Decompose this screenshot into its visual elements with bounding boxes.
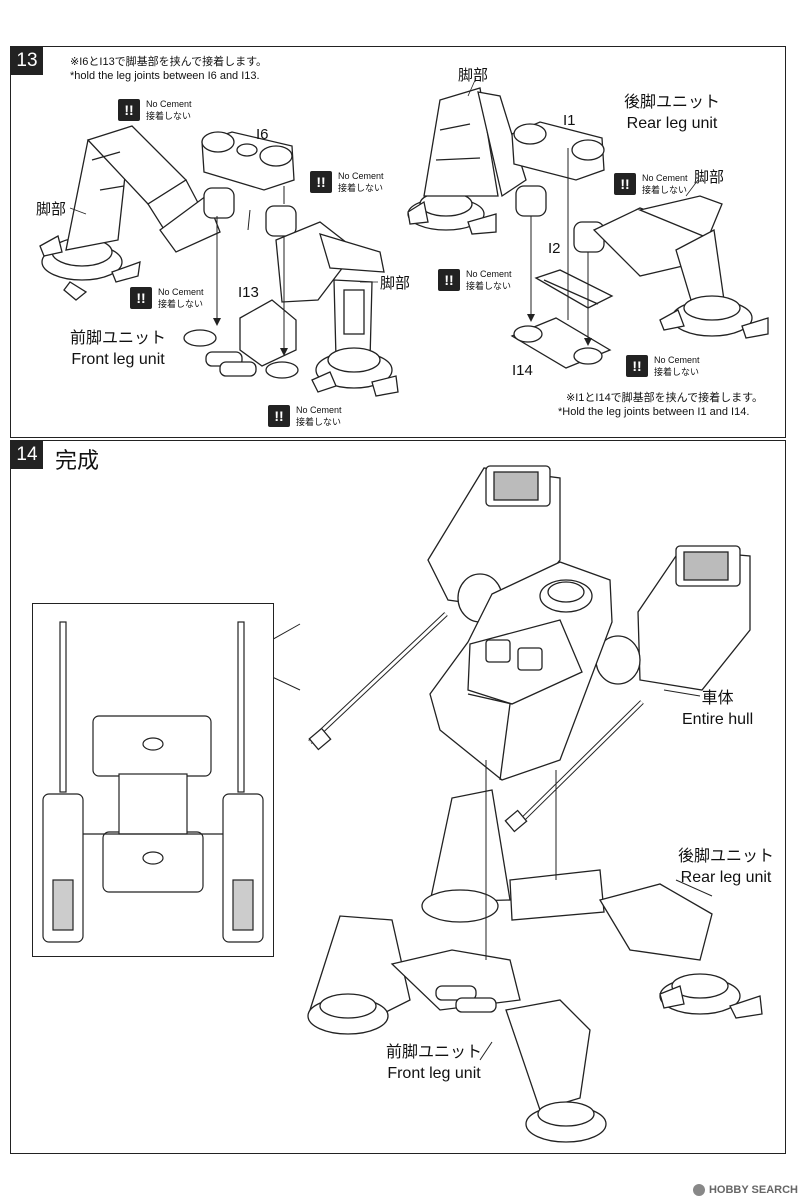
part-label-i13: I13 (238, 284, 259, 301)
note-i6-i13-jp: ※I6とI13で脚基部を挟んで接着します。 (70, 56, 268, 68)
no-cement-badge: !! No Cement 接着しない (118, 98, 192, 122)
front-leg-unit-caption: 前脚ユニット Front leg unit (70, 328, 166, 370)
part-label-i6: I6 (256, 126, 269, 143)
note-i1-i14-jp: ※I1とI14で脚基部を挟んで接着します。 (566, 392, 764, 404)
no-cement-en: No Cement (158, 287, 204, 297)
rear-legs-drawing (421, 789, 763, 1019)
rear-leg-unit-jp: 後脚ユニット (624, 94, 721, 111)
warning-icon: !! (438, 269, 460, 291)
leg-label-front-right: 脚部 (380, 275, 411, 292)
rear-leg-left-drawing (407, 87, 527, 235)
no-cement-jp: 接着しない (642, 185, 688, 195)
hull-jp: 車体 (701, 690, 734, 707)
no-cement-badge: !! No Cement 接着しない (268, 404, 342, 428)
front-leg-unit-en: Front leg unit (71, 351, 165, 368)
no-cement-en: No Cement (642, 173, 688, 183)
no-cement-badge: !! No Cement 接着しない (310, 170, 384, 194)
front-leg-unit-jp: 前脚ユニット (70, 330, 167, 347)
step-title: 完成 (55, 449, 100, 474)
front-leg-left-drawing (39, 125, 221, 301)
no-cement-jp: 接着しない (158, 299, 204, 309)
front-view-inset (32, 603, 274, 957)
front-leg-unit-jp-14: 前脚ユニット (386, 1044, 483, 1061)
no-cement-jp: 接着しない (338, 183, 384, 193)
no-cement-jp: 接着しない (296, 417, 342, 427)
part-i2-drawing (534, 269, 614, 309)
step-number: 14 (11, 441, 43, 469)
front-leg-right-drawing (275, 221, 399, 397)
warning-icon: !! (310, 171, 332, 193)
warning-icon: !! (268, 405, 290, 427)
no-cement-en: No Cement (146, 99, 192, 109)
hull-drawing (429, 561, 613, 781)
watermark: HOBBY SEARCH (692, 1184, 798, 1196)
no-cement-en: No Cement (654, 355, 700, 365)
no-cement-badge: !! No Cement 接着しない (626, 354, 700, 378)
rear-leg-unit-en: Rear leg unit (626, 115, 718, 132)
no-cement-en: No Cement (466, 269, 512, 279)
leg-label-rear-right: 脚部 (694, 169, 725, 186)
step-number: 13 (11, 47, 43, 75)
rear-leg-unit-en-14: Rear leg unit (680, 869, 772, 886)
warning-icon: !! (614, 173, 636, 195)
no-cement-jp: 接着しない (466, 281, 512, 291)
no-cement-badge: !! No Cement 接着しない (438, 268, 512, 292)
front-legs-drawing (307, 915, 607, 1143)
rear-leg-unit-caption-14: 後脚ユニット Rear leg unit (678, 846, 774, 888)
part-i6-drawing (201, 131, 297, 237)
hobby-search-logo-icon (692, 1184, 705, 1196)
watermark-text: HOBBY SEARCH (708, 1184, 798, 1196)
leg-label-rear-left: 脚部 (458, 67, 489, 84)
part-i14-drawing (510, 317, 612, 369)
front-leg-unit-en-14: Front leg unit (387, 1065, 481, 1082)
front-view-drawing (42, 621, 264, 943)
rear-leg-unit-caption: 後脚ユニット Rear leg unit (624, 92, 720, 134)
no-cement-en: No Cement (296, 405, 342, 415)
right-pod-drawing (595, 545, 751, 691)
warning-icon: !! (130, 287, 152, 309)
no-cement-jp: 接着しない (146, 111, 192, 121)
part-label-i14: I14 (512, 362, 533, 379)
front-leg-unit-caption-14: 前脚ユニット Front leg unit (386, 1042, 482, 1084)
no-cement-badge: !! No Cement 接着しない (130, 286, 204, 310)
hull-en: Entire hull (682, 711, 754, 728)
part-i1-drawing (511, 121, 605, 253)
leg-label-front-left: 脚部 (36, 201, 67, 218)
rear-leg-right-drawing (592, 195, 769, 339)
rear-leg-unit-jp-14: 後脚ユニット (678, 848, 775, 865)
part-label-i2: I2 (548, 240, 561, 257)
warning-icon: !! (626, 355, 648, 377)
part-label-i1: I1 (563, 112, 576, 129)
hull-caption: 車体 Entire hull (682, 688, 753, 730)
no-cement-jp: 接着しない (654, 367, 700, 377)
warning-icon: !! (118, 99, 140, 121)
note-i1-i14-en: *Hold the leg joints between I1 and I14. (558, 406, 750, 418)
no-cement-badge: !! No Cement 接着しない (614, 172, 688, 196)
note-i6-i13-en: *hold the leg joints between I6 and I13. (70, 70, 260, 82)
no-cement-en: No Cement (338, 171, 384, 181)
